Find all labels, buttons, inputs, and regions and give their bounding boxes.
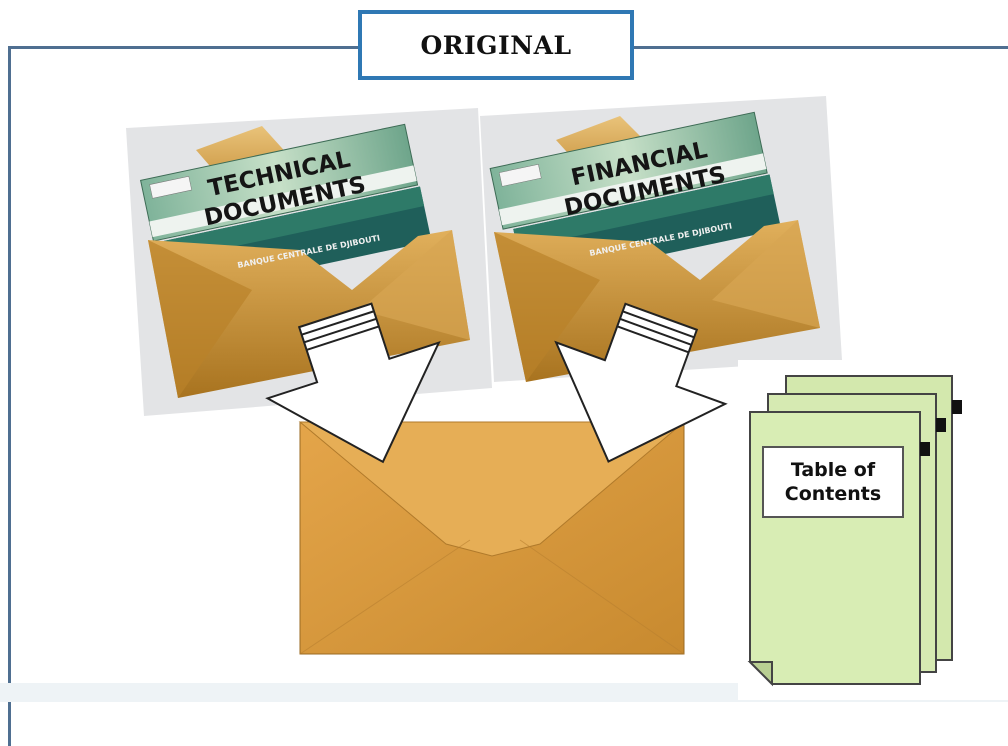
diagram-canvas: BANQUE CENTRALE DE DJIBOUTI BANQUE CENTR… — [126, 96, 1008, 700]
title-box: ORIGINAL — [358, 10, 634, 80]
technical-documents-envelope-icon — [126, 108, 492, 416]
toc-line1: Table of — [790, 459, 876, 481]
toc-line2: Contents — [784, 483, 882, 505]
down-arrow-icon — [554, 302, 728, 463]
down-arrow-icon — [265, 302, 441, 464]
closed-envelope-icon — [298, 421, 686, 655]
financial-documents-envelope-icon — [480, 96, 842, 382]
diagram-title: ORIGINAL — [420, 30, 572, 60]
table-of-contents-document-stack-icon — [738, 360, 1008, 700]
